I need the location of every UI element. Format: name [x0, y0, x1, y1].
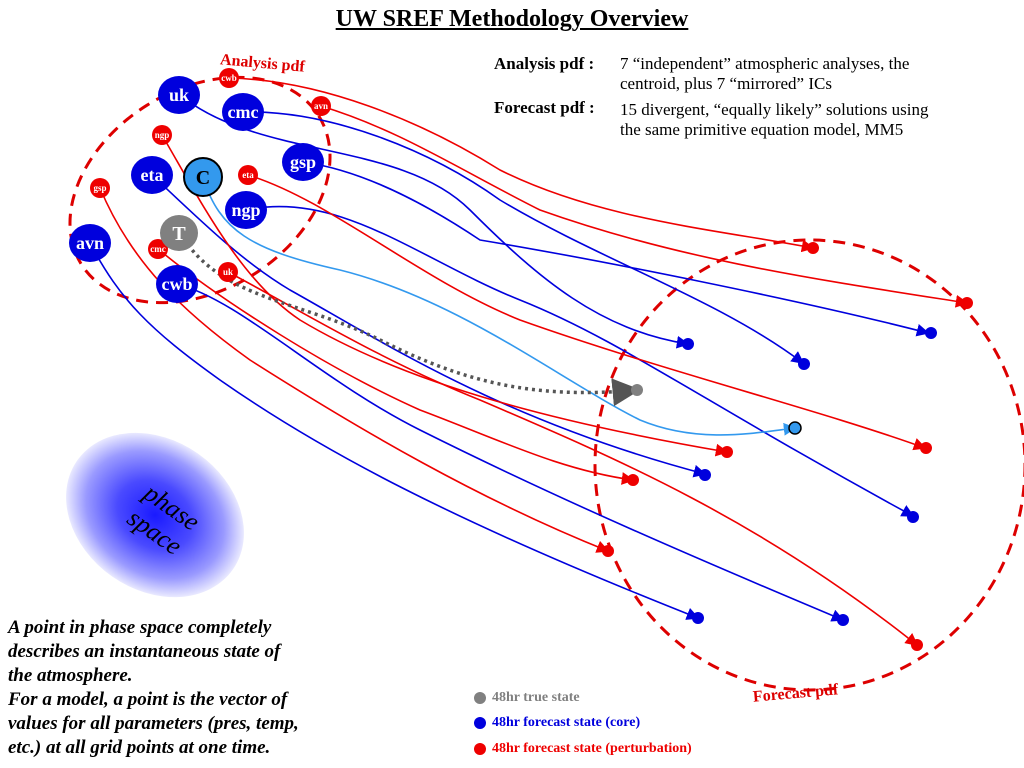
legend-label: 48hr forecast state (core) [492, 715, 641, 730]
trajectory-core-uk [179, 94, 690, 349]
forecast-point-pert [920, 442, 932, 454]
trajectory-core-ngp [245, 205, 915, 517]
caption-line: describes an instantaneous state of [8, 641, 281, 662]
caption-line: A point in phase space completely [8, 617, 272, 638]
trajectory-centroid [202, 177, 797, 436]
centroid-node-label: C [196, 167, 210, 189]
forecast-point-core [798, 358, 810, 370]
forecast-point-truth [631, 384, 643, 396]
page-title: UW SREF Methodology Overview [335, 6, 689, 32]
forecast-point-core [907, 511, 919, 523]
analysis-pdf-outline [68, 75, 332, 305]
forecast-pdf-outline [593, 238, 1024, 692]
pert-node-label: cmc [150, 244, 166, 254]
forecast-point-core [692, 612, 704, 624]
core-node-label: ngp [231, 200, 260, 220]
blue-dot-icon [474, 717, 486, 729]
forecast-point-core [699, 469, 711, 481]
trajectory-pert-eta [247, 174, 927, 451]
trajectory-core-cwb [176, 283, 845, 622]
legend-label: 48hr forecast state (perturbation) [492, 741, 692, 756]
forecast-point-core [837, 614, 849, 626]
analysis-pdf-line: centroid, plus 7 “mirrored” ICs [620, 74, 832, 93]
core-node-label: cmc [228, 102, 259, 122]
forecast-points [602, 242, 973, 651]
trajectory-pert-cwb [228, 77, 815, 253]
forecast-point-pert [807, 242, 819, 254]
forecast-point-pert [721, 446, 733, 458]
forecast-point-core [682, 338, 694, 350]
forecast-point-centroid [788, 421, 802, 435]
analysis-pdf-term: Analysis pdf : [494, 54, 595, 73]
forecast-point-pert [961, 297, 973, 309]
forecast-pdf-line: 15 divergent, “equally likely” solutions… [620, 100, 929, 119]
caption-line: values for all parameters (pres, temp, [8, 713, 299, 734]
pert-node-label: cwb [221, 73, 237, 83]
red-dot-icon [474, 743, 486, 755]
trajectory-core-eta [151, 174, 707, 478]
forecast-pdf-term: Forecast pdf : [494, 98, 595, 117]
truth-node-label: T [172, 223, 186, 245]
core-node-label: gsp [290, 152, 316, 172]
caption-line: the atmosphere. [8, 665, 133, 686]
trajectory-pert-uk [227, 271, 919, 646]
forecast-pdf-description: 15 divergent, “equally likely” solutions… [620, 100, 928, 140]
legend-core-state: 48hr forecast state (core) [474, 715, 640, 731]
core-node-label: cwb [162, 274, 193, 294]
pert-node-label: avn [314, 101, 328, 111]
gray-dot-icon [474, 692, 486, 704]
core-node-label: eta [141, 165, 164, 185]
pert-node-label: gsp [93, 183, 106, 193]
trajectory-core-avn [89, 242, 700, 620]
trajectory-core-gsp [302, 161, 930, 337]
caption-line: For a model, a point is the vector of [8, 689, 288, 710]
trajectory-pert-ngp [161, 134, 729, 457]
trajectory-pert-cmc [157, 248, 635, 485]
core-node-label: uk [169, 85, 189, 105]
forecast-pdf-line: the same primitive equation model, MM5 [620, 120, 904, 139]
legend-perturbation-state: 48hr forecast state (perturbation) [474, 741, 692, 757]
core-node-label: avn [76, 233, 104, 253]
analysis-pdf-line: 7 “independent” atmospheric analyses, th… [620, 54, 910, 73]
analysis-pdf-description: 7 “independent” atmospheric analyses, th… [620, 54, 909, 94]
trajectory-truth [178, 232, 641, 407]
forecast-point-core [925, 327, 937, 339]
legend-true-state: 48hr true state [474, 690, 580, 706]
legend-label: 48hr true state [492, 690, 580, 705]
trajectory-pert-avn [320, 105, 969, 308]
trajectory-core-cmc [242, 111, 805, 364]
pert-node-label: uk [223, 267, 233, 277]
pert-node-label: ngp [155, 130, 170, 140]
trajectory-pert-gsp [99, 187, 610, 553]
caption-line: etc.) at all grid points at one time. [8, 737, 271, 758]
forecast-point-pert [911, 639, 923, 651]
phase-space-caption: A point in phase space completely descri… [8, 616, 378, 760]
forecast-point-pert [627, 474, 639, 486]
pert-node-label: eta [242, 170, 254, 180]
forecast-point-pert [602, 545, 614, 557]
